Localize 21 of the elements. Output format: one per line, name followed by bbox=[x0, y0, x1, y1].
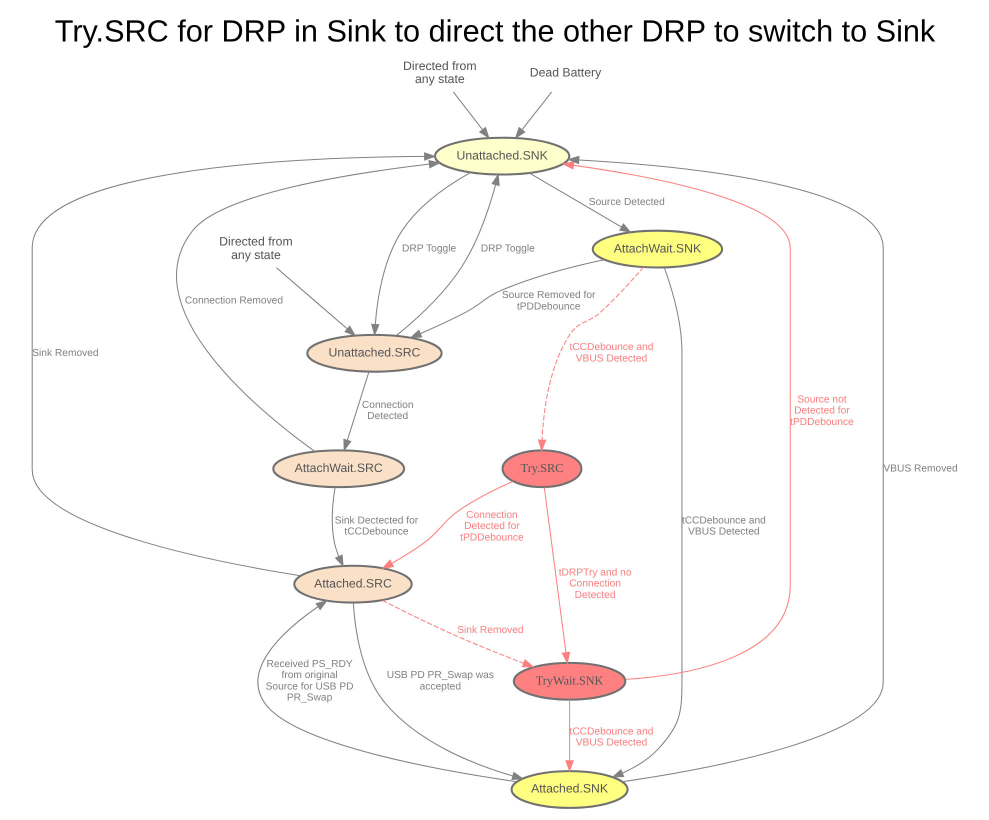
edge-label: Source Detected bbox=[588, 196, 664, 208]
edge-label: Connection Removed bbox=[184, 295, 283, 306]
edge-label: VBUS Removed bbox=[882, 462, 958, 474]
edge-label: Connection Detected for tPDDebounce bbox=[460, 509, 524, 543]
diagram-title: Try.SRC for DRP in Sink to direct the other DRP to switch to Sink bbox=[54, 14, 935, 48]
edge-label: Sink Removed bbox=[456, 624, 524, 636]
edge-label: tCCDebounce and VBUS Detected bbox=[568, 726, 653, 748]
edge-label: tDRPTry and no Connection Detected bbox=[558, 566, 632, 600]
edge-label: Sink Removed bbox=[32, 347, 98, 358]
edge-label: USB PD PR_Swap was accepted bbox=[386, 670, 494, 692]
edge-label: DRP Toggle bbox=[480, 243, 534, 254]
node-text: Dead Battery bbox=[529, 65, 601, 80]
edge-label: Source not Detected for tPDDebounce bbox=[790, 394, 854, 428]
node-text: Directed from any state bbox=[218, 234, 292, 262]
edge-label: Connection Detected bbox=[361, 399, 414, 422]
edge-label: tCCDebounce and VBUS Detected bbox=[568, 342, 653, 364]
edge-label: Source Removed for tPDDebounce bbox=[501, 290, 595, 312]
edge-label: Sink Dectected for tCCDebounce bbox=[334, 514, 418, 538]
edge-label: Received PS_RDY from original Source for USB PD PR_Swap bbox=[265, 658, 354, 704]
edge-label: DRP Toggle bbox=[402, 243, 456, 254]
node-text: Directed from any state bbox=[402, 58, 476, 86]
